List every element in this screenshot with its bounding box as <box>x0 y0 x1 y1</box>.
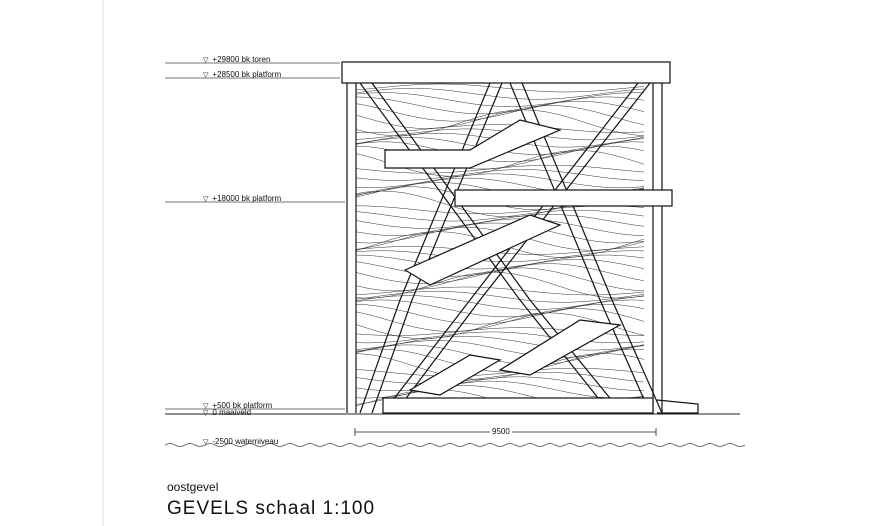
contour-line <box>355 173 645 189</box>
contour-line <box>355 367 645 377</box>
level-marker-icon: ▽ <box>203 439 209 446</box>
level-marker-icon: ▽ <box>203 72 209 79</box>
level-label-waterniveau: ▽-2500 waterniveau <box>203 437 278 446</box>
contour-line <box>355 308 645 332</box>
contour-line <box>355 263 645 284</box>
water-line <box>164 443 746 447</box>
level-text: +18000 bk platform <box>212 194 282 203</box>
level-marker-icon: ▽ <box>203 57 209 64</box>
contour-line <box>355 353 645 380</box>
contour-line <box>355 335 645 351</box>
contour-line <box>355 96 645 115</box>
contour-line <box>355 105 645 129</box>
contour-line <box>355 291 645 303</box>
contour-line <box>355 344 645 366</box>
level-label-platform-mid: ▽+18000 bk platform <box>203 194 281 203</box>
contour-line <box>355 286 645 296</box>
contour-line <box>355 205 645 215</box>
level-label-platform-top: ▽+28500 bk platform <box>203 70 281 79</box>
contour-line <box>355 124 645 133</box>
contour-line <box>355 331 645 344</box>
contour-line <box>355 101 645 122</box>
level-label-maaiveld: ▽0 maaiveld <box>203 408 251 417</box>
level-marker-icon: ▽ <box>203 196 209 203</box>
level-text: +28500 bk platform <box>212 70 282 79</box>
drawing-name: oostgevel <box>167 480 219 494</box>
contour-line <box>355 92 645 107</box>
level-marker-icon: ▽ <box>203 403 209 410</box>
tower-frame <box>341 61 699 414</box>
level-label-toren: ▽+29800 bk toren <box>203 55 270 64</box>
contour-line <box>355 164 645 174</box>
level-label-platform-low: ▽+500 bk platform <box>203 401 272 410</box>
contour-line <box>355 227 645 251</box>
contour-line <box>355 250 645 262</box>
sheet-title: GEVELS schaal 1:100 <box>167 498 376 519</box>
level-text: 0 maaiveld <box>212 408 252 417</box>
contour-line <box>355 376 645 392</box>
contour-line <box>355 214 645 229</box>
roof-platform <box>341 61 671 84</box>
level-text: +500 bk platform <box>212 401 273 410</box>
contour-line <box>355 267 645 292</box>
ground-platform <box>382 397 654 414</box>
level-text: +29800 bk toren <box>212 55 271 64</box>
contour-line <box>355 295 645 310</box>
mid-platform <box>454 189 673 207</box>
contour-line <box>355 380 645 399</box>
contour-line <box>355 88 645 100</box>
contour-line <box>355 340 645 358</box>
contour-line <box>355 218 645 236</box>
contour-line <box>355 169 645 181</box>
contour-line <box>355 299 645 318</box>
contour-line <box>355 222 645 244</box>
contour-line <box>355 209 645 222</box>
dimension-label: 9500 <box>490 427 512 436</box>
contour-line <box>355 372 645 384</box>
contour-line <box>355 272 645 299</box>
level-marker-icon: ▽ <box>203 410 209 417</box>
level-text: -2500 waterniveau <box>212 437 279 446</box>
contour-line <box>355 83 645 93</box>
